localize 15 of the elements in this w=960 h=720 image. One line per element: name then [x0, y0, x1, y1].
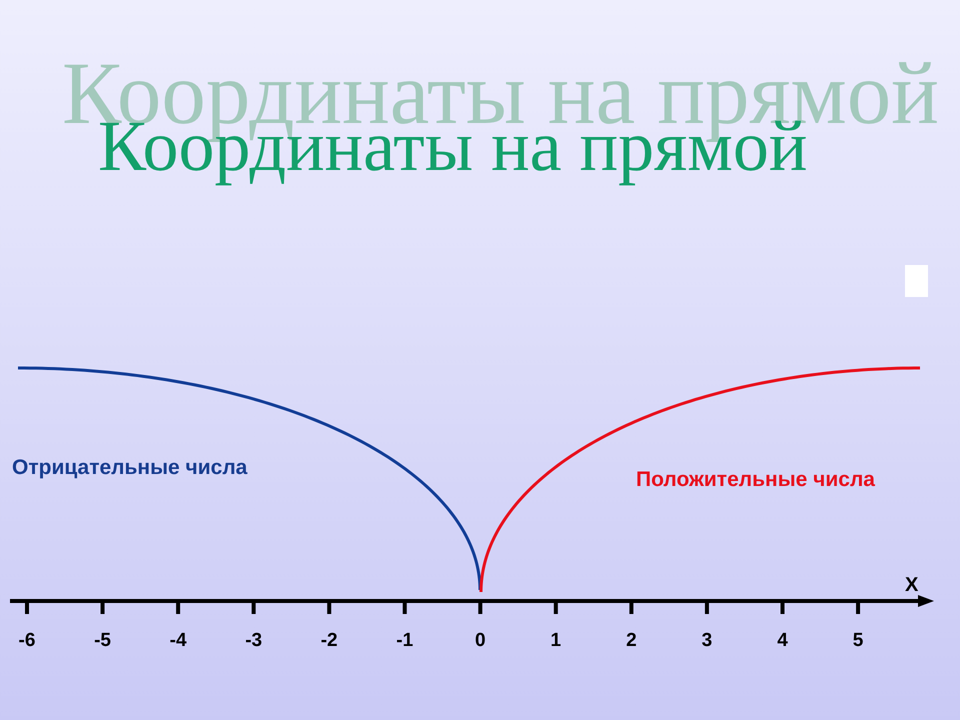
- tick-label: -3: [245, 631, 262, 650]
- tick-label: 4: [777, 631, 788, 650]
- axis-label: X: [905, 575, 918, 595]
- tick-label: 2: [626, 631, 637, 650]
- tick-label: -1: [396, 631, 414, 650]
- tick-label: -2: [320, 631, 338, 650]
- tick-label: 0: [475, 631, 486, 650]
- tick-label: 5: [852, 631, 864, 650]
- tick-label: -6: [18, 631, 36, 650]
- tick-label: -4: [170, 631, 187, 650]
- tick-label: -5: [94, 631, 111, 650]
- curve-label: Положительные числа: [636, 469, 875, 490]
- tick-label: 1: [550, 631, 562, 650]
- curve-label: Отрицательные числа: [12, 457, 248, 478]
- tick-label: 3: [702, 631, 712, 650]
